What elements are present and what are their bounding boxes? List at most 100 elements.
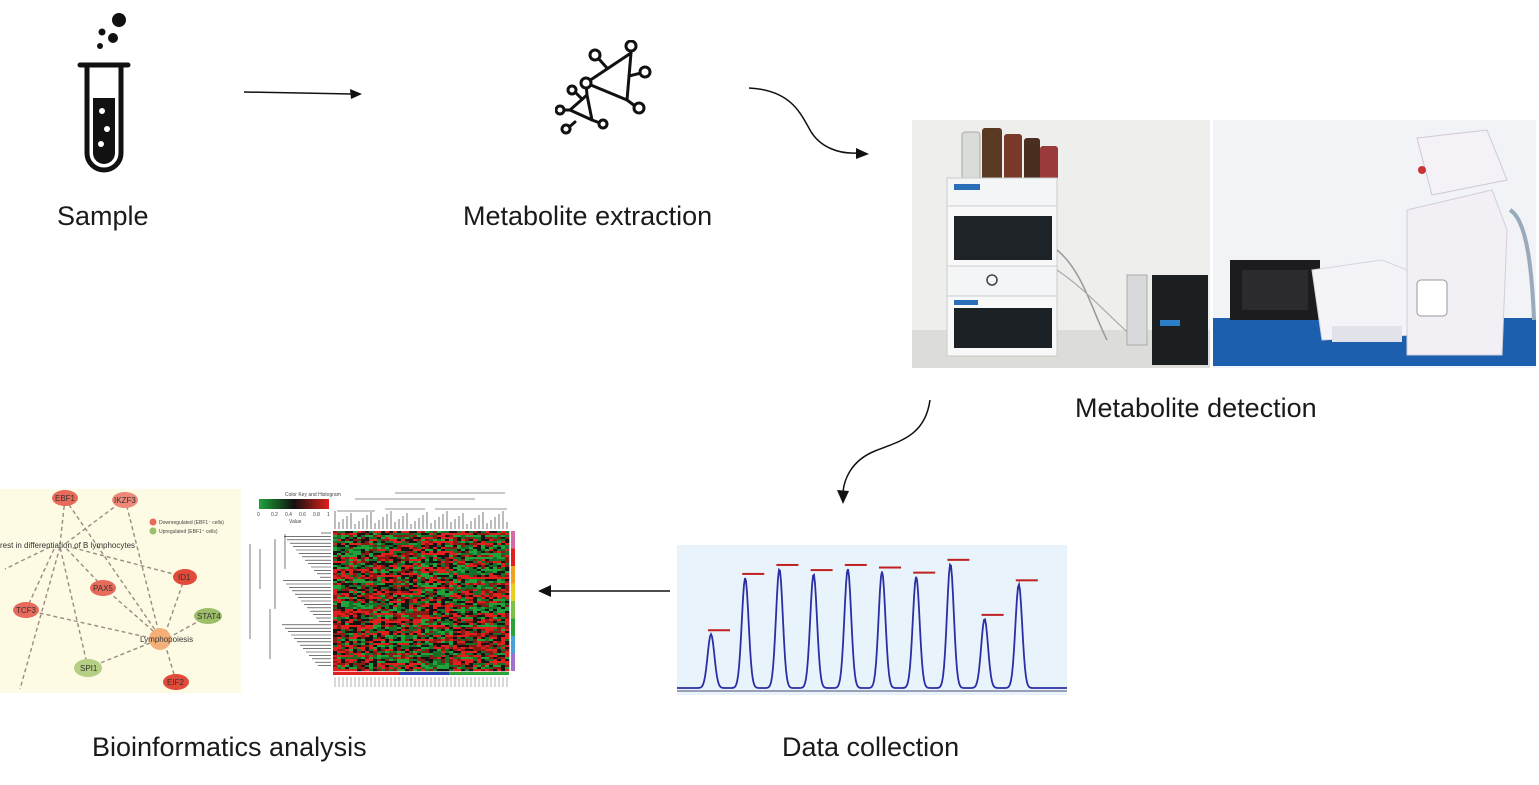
heatmap-cell	[425, 569, 430, 572]
heatmap-cell	[377, 611, 382, 614]
heatmap-cell	[393, 627, 398, 630]
heatmap-cell	[353, 649, 358, 652]
heatmap-cell	[357, 603, 362, 606]
heatmap-cell	[469, 651, 474, 654]
heatmap-cell	[497, 591, 502, 594]
heatmap-cell	[401, 641, 406, 644]
heatmap-cell	[401, 607, 406, 610]
heatmap-cell	[421, 539, 426, 542]
heatmap-cell	[437, 589, 442, 592]
heatmap-cell	[333, 541, 338, 544]
heatmap-cell	[425, 647, 430, 650]
heatmap-cell	[449, 615, 454, 618]
heatmap-cell	[453, 597, 458, 600]
heatmap-cell	[493, 601, 498, 604]
heatmap-cell	[389, 565, 394, 568]
heatmap-cell	[353, 571, 358, 574]
heatmap-cell	[461, 601, 466, 604]
heatmap-cell	[369, 541, 374, 544]
heatmap-cell	[353, 537, 358, 540]
heatmap-cell	[485, 531, 490, 534]
heatmap-cell	[473, 647, 478, 650]
heatmap-cell	[381, 623, 386, 626]
heatmap-cell	[393, 653, 398, 656]
heatmap-cell	[457, 621, 462, 624]
heatmap-cell	[357, 573, 362, 576]
peak-annotation	[810, 569, 833, 572]
heatmap-cell	[377, 545, 382, 548]
heatmap-cell	[477, 625, 482, 628]
heatmap-cell	[449, 613, 454, 616]
heatmap-cell	[369, 667, 374, 670]
heatmap-cell	[433, 533, 438, 536]
heatmap-cell	[389, 573, 394, 576]
heatmap-cell	[401, 667, 406, 670]
heatmap-cell	[405, 531, 410, 534]
heatmap-cell	[429, 653, 434, 656]
heatmap-cell	[481, 533, 486, 536]
heatmap-cell	[481, 627, 486, 630]
heatmap-cell	[425, 631, 430, 634]
heatmap-cell	[393, 603, 398, 606]
heatmap-cell	[461, 571, 466, 574]
heatmap-cell	[461, 555, 466, 558]
heatmap-cell	[405, 641, 410, 644]
heatmap-cell	[477, 549, 482, 552]
heatmap-cell	[505, 613, 510, 616]
heatmap-cell	[349, 659, 354, 662]
pathway-network-diagram: rest in differentiation of B lymphocytes…	[0, 489, 241, 693]
heatmap-cell	[497, 647, 502, 650]
heatmap-cell	[445, 569, 450, 572]
heatmap-cell	[393, 657, 398, 660]
heatmap-cell	[469, 663, 474, 666]
heatmap-cell	[337, 543, 342, 546]
heatmap-cell	[437, 633, 442, 636]
heatmap-cell	[445, 625, 450, 628]
heatmap-cell	[381, 599, 386, 602]
heatmap-cell	[501, 625, 506, 628]
heatmap-cell	[365, 647, 370, 650]
heatmap-cell	[501, 653, 506, 656]
heatmap-cell	[353, 663, 358, 666]
heatmap-cell	[465, 567, 470, 570]
heatmap-cell	[409, 605, 414, 608]
heatmap-cell	[457, 583, 462, 586]
heatmap-cell	[373, 657, 378, 660]
heatmap-cell	[417, 639, 422, 642]
heatmap-cell	[481, 601, 486, 604]
heatmap-cell	[473, 667, 478, 670]
peak-annotation	[1015, 579, 1038, 582]
heatmap-cell	[489, 625, 494, 628]
heatmap-cell	[349, 553, 354, 556]
heatmap-cell	[357, 535, 362, 538]
heatmap-cell	[437, 629, 442, 632]
heatmap-cell	[473, 627, 478, 630]
heatmap-cell	[369, 585, 374, 588]
heatmap-cell	[405, 555, 410, 558]
heatmap-cell	[493, 617, 498, 620]
heatmap-cell	[413, 603, 418, 606]
heatmap-cell	[389, 665, 394, 668]
heatmap-cell	[469, 629, 474, 632]
heatmap-cell	[449, 657, 454, 660]
heatmap-cell	[481, 591, 486, 594]
heatmap-cell	[337, 645, 342, 648]
heatmap-cell	[393, 593, 398, 596]
heatmap-cell	[353, 641, 358, 644]
heatmap-cell	[377, 619, 382, 622]
heatmap-cell	[465, 535, 470, 538]
heatmap-cell	[413, 641, 418, 644]
heatmap-cell	[413, 607, 418, 610]
heatmap-cell	[361, 651, 366, 654]
heatmap-cell	[393, 549, 398, 552]
heatmap-cell	[457, 605, 462, 608]
heatmap-cell	[469, 589, 474, 592]
heatmap-cell	[445, 661, 450, 664]
heatmap-cell	[445, 621, 450, 624]
heatmap-cell	[349, 531, 354, 534]
heatmap-cell	[429, 575, 434, 578]
heatmap-cell	[417, 531, 422, 534]
heatmap-cell	[369, 647, 374, 650]
heatmap-cell	[349, 633, 354, 636]
heatmap-cell	[401, 557, 406, 560]
